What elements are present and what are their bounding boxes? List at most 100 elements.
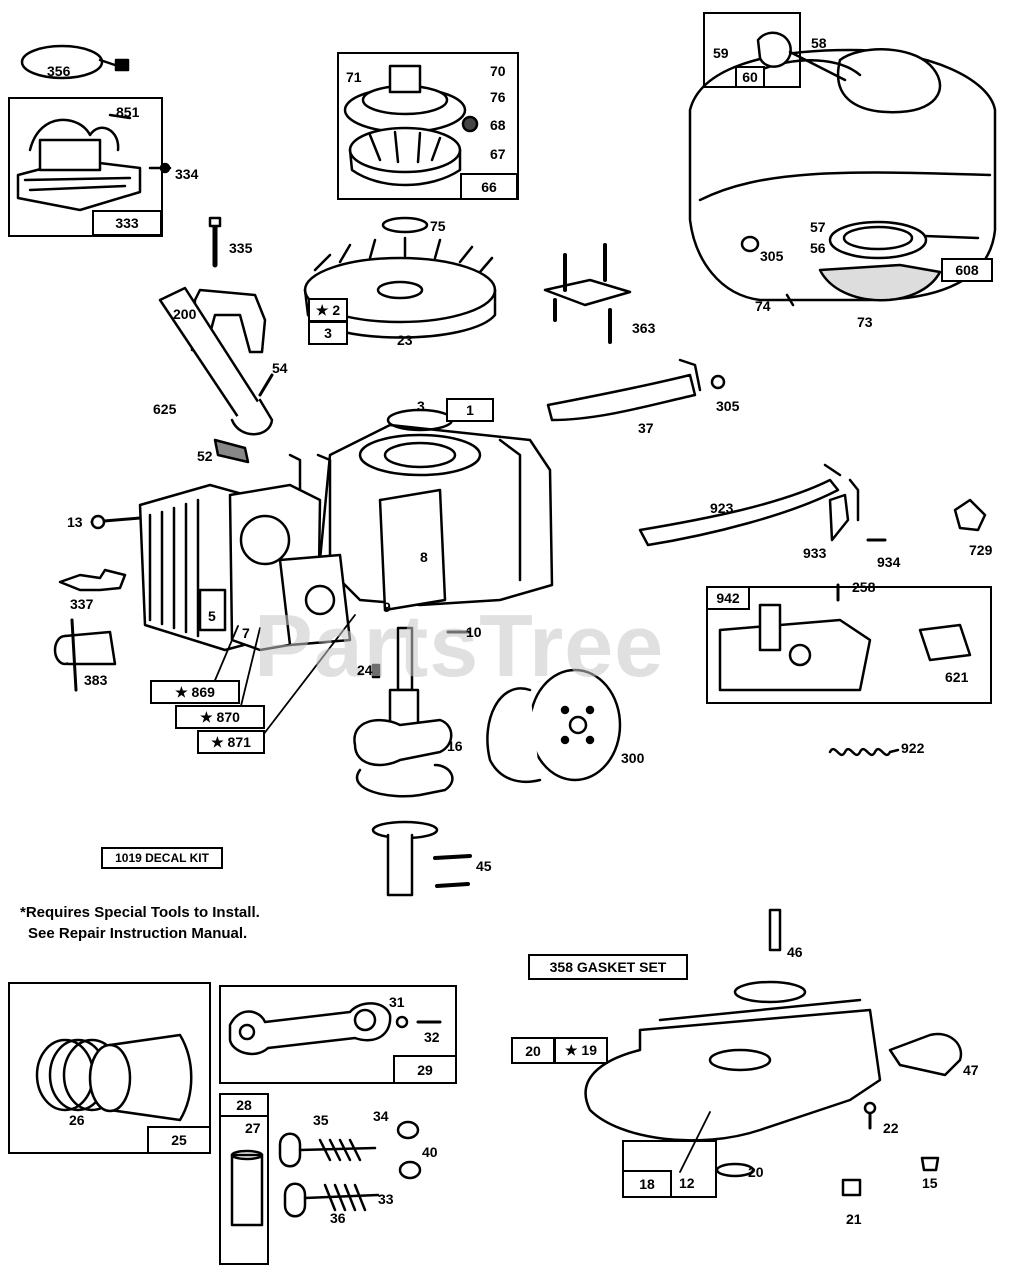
- callout-933: 933: [803, 545, 827, 561]
- callout-24: 24: [357, 662, 373, 678]
- spring-922-illustration: [828, 747, 900, 757]
- callout-27: 27: [245, 1120, 261, 1136]
- callout-46: 46: [787, 944, 803, 960]
- callout-21: 21: [846, 1211, 862, 1227]
- callout-35: 35: [313, 1112, 329, 1128]
- callout-60: 60: [735, 66, 765, 88]
- bracket-933-illustration: [828, 478, 860, 542]
- callout-67: 67: [490, 146, 506, 162]
- callout-73: 73: [857, 314, 873, 330]
- special-tools-note-line2: See Repair Instruction Manual.: [28, 925, 248, 942]
- callout-851: 851: [116, 104, 140, 120]
- callout-32: 32: [424, 1029, 440, 1045]
- callout-70: 70: [490, 63, 506, 79]
- callout-76: 76: [490, 89, 506, 105]
- callout-19: ★ 19: [554, 1037, 608, 1064]
- callout-621: 621: [945, 669, 969, 685]
- callout-66: 66: [460, 173, 518, 200]
- callout-31: 31: [389, 994, 405, 1010]
- watermark: PartsTree: [254, 596, 665, 695]
- callout-337: 337: [70, 596, 94, 612]
- callout-200: 200: [173, 306, 197, 322]
- cylinder-head-illustration: [138, 483, 352, 652]
- governor-942-illustration: [718, 603, 972, 692]
- flywheel-23-illustration: [303, 236, 497, 339]
- callout-33: 33: [378, 1191, 394, 1207]
- piston-rings-26-illustration: [35, 1033, 193, 1122]
- special-tools-note-line1: *Requires Special Tools to Install.: [20, 904, 260, 921]
- connecting-rod-29-illustration: [228, 1002, 392, 1056]
- callout-305-top: 305: [760, 248, 784, 264]
- callout-356: 356: [47, 63, 71, 79]
- valves-illustration: [278, 1120, 422, 1218]
- callout-7: 7: [242, 625, 250, 641]
- callout-729: 729: [969, 542, 993, 558]
- callout-56: 56: [810, 240, 826, 256]
- callout-25: 25: [147, 1126, 211, 1154]
- callout-58: 58: [811, 35, 827, 51]
- callout-71: 71: [346, 69, 362, 85]
- gasket-set-label: 358 GASKET SET: [528, 954, 688, 980]
- callout-300: 300: [621, 750, 645, 766]
- callout-75: 75: [430, 218, 446, 234]
- callout-29: 29: [393, 1055, 457, 1084]
- callout-383: 383: [84, 672, 108, 688]
- callout-625: 625: [153, 401, 177, 417]
- callout-335: 335: [229, 240, 253, 256]
- callout-10: 10: [466, 624, 482, 640]
- callout-305: 305: [716, 398, 740, 414]
- clutch-frame: [337, 52, 519, 200]
- pin-27-illustration: [230, 1149, 264, 1227]
- callout-34: 34: [373, 1108, 389, 1124]
- callout-37: 37: [638, 420, 654, 436]
- callout-20: 20: [511, 1037, 555, 1064]
- callout-363: 363: [632, 320, 656, 336]
- callout-934: 934: [877, 554, 901, 570]
- blower-housing-illustration: [688, 48, 997, 307]
- muffler-300-illustration: [486, 668, 622, 784]
- callout-59: 59: [713, 45, 729, 61]
- callout-608: 608: [941, 258, 993, 282]
- callout-5: 5: [208, 608, 216, 624]
- callout-20-ring: 20: [748, 1164, 764, 1180]
- callout-18: 18: [622, 1170, 672, 1198]
- spark-plug-337-illustration: [58, 568, 127, 592]
- callout-334: 334: [175, 166, 199, 182]
- callout-22: 22: [883, 1120, 899, 1136]
- callout-36: 36: [330, 1210, 346, 1226]
- callout-8: 8: [420, 549, 428, 565]
- tool-383-illustration: [53, 618, 117, 692]
- callout-2: ★ 2: [308, 298, 348, 322]
- governor-frame: [706, 586, 992, 704]
- ignition-armature-851-illustration: [16, 113, 142, 212]
- callout-333: 333: [92, 210, 162, 236]
- callout-869: ★ 869: [150, 680, 240, 704]
- crankshaft-16-illustration: [353, 626, 454, 897]
- connecting-rod-frame: [219, 985, 457, 1084]
- crankcase-cover-illustration: [584, 908, 882, 1178]
- ignition-armature-frame: [8, 97, 163, 237]
- callout-15: 15: [922, 1175, 938, 1191]
- callout-1: 1: [446, 398, 494, 422]
- callout-922: 922: [901, 740, 925, 756]
- callout-942: 942: [706, 586, 750, 610]
- callout-870: ★ 870: [175, 705, 265, 729]
- callout-3: 3: [417, 398, 425, 414]
- callout-40: 40: [422, 1144, 438, 1160]
- piston-pin-frame: [219, 1093, 269, 1265]
- callout-28: 28: [219, 1093, 269, 1117]
- callout-12: 12: [679, 1175, 695, 1191]
- callout-26: 26: [69, 1112, 85, 1128]
- callout-258: 258: [852, 579, 876, 595]
- callout-9: 9: [383, 599, 391, 615]
- callout-54: 54: [272, 360, 288, 376]
- callout-57: 57: [810, 219, 826, 235]
- clip-729-illustration: [953, 498, 987, 532]
- callout-74: 74: [755, 298, 771, 314]
- callout-3-box: 3: [308, 321, 348, 345]
- breather-tube-625-illustration: [158, 286, 274, 464]
- flywheel-holder-363-illustration: [543, 243, 632, 344]
- callout-871: ★ 871: [197, 730, 265, 754]
